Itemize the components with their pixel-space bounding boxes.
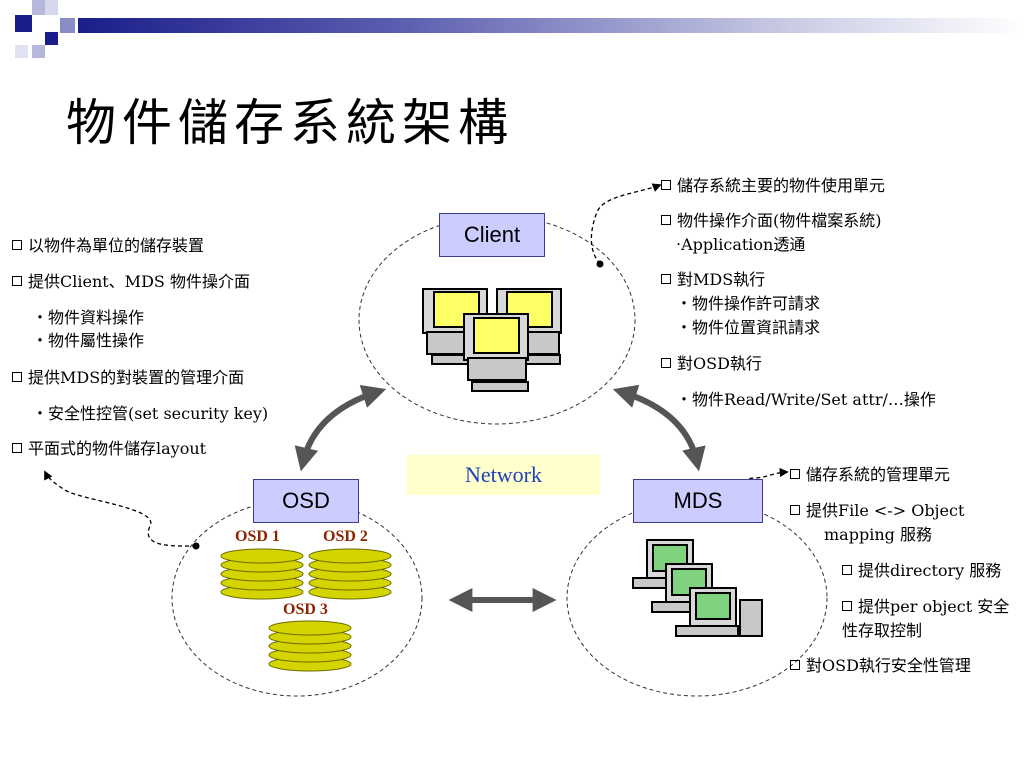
corner-square-4 [45, 32, 58, 45]
corner-square-7 [15, 45, 28, 58]
left-sub-1: ‧物件資料操作 [32, 308, 145, 327]
corner-square-3 [45, 0, 58, 15]
client-osd-arrow [294, 385, 387, 472]
square-bullet-icon [842, 601, 852, 611]
corner-square-6 [60, 18, 75, 33]
mds-note-4-cont: 性存取控制 [842, 621, 923, 640]
left-sub-3: ‧安全性控管(set security key) [32, 404, 269, 423]
osd1-disk-stack [220, 548, 304, 600]
client-ellipse [358, 215, 636, 425]
client-note-4: 對OSD執行 [661, 354, 762, 373]
osd2-disk-stack [308, 548, 392, 600]
left-note-2: 提供Client、MDS 物件操介面 [12, 272, 250, 291]
osd1-label: OSD 1 [235, 528, 280, 545]
mds-note-4: 提供per object 安全 [842, 597, 1009, 616]
corner-square-5 [32, 45, 45, 58]
mds-note-3: 提供directory 服務 [842, 561, 1001, 580]
client-note-3: 對MDS執行 [661, 270, 765, 289]
client-computers-icon [422, 288, 562, 392]
osd-callout-line [44, 470, 197, 547]
left-note-4: 平面式的物件儲存layout [12, 439, 206, 458]
mds-computers-icon [632, 539, 763, 637]
osd3-disk-stack [268, 620, 352, 672]
mds-node: MDS [633, 479, 763, 523]
osd-node: OSD [253, 479, 359, 523]
square-bullet-icon [661, 215, 671, 225]
network-label: Network [407, 455, 600, 495]
square-bullet-icon [790, 505, 800, 515]
left-note-3: 提供MDS的對裝置的管理介面 [12, 368, 244, 387]
corner-square-2 [32, 0, 45, 15]
client-callout-line [590, 183, 662, 265]
square-bullet-icon [12, 240, 22, 250]
square-bullet-icon [842, 565, 852, 575]
client-note-2: 物件操作介面(物件檔案系統) [661, 211, 882, 230]
mds-note-2: 提供File <-> Object [790, 501, 964, 520]
client-sub-3: ‧物件位置資訊請求 [676, 318, 821, 337]
square-bullet-icon [12, 372, 22, 382]
square-bullet-icon [12, 443, 22, 453]
mds-note-5: 對OSD執行安全性管理 [790, 656, 971, 675]
square-bullet-icon [661, 274, 671, 284]
client-node: Client [439, 213, 545, 257]
square-bullet-icon [790, 469, 800, 479]
corner-square-1 [15, 15, 32, 32]
client-sub-1: ‧Application透通 [676, 235, 806, 254]
left-note-1: 以物件為單位的儲存裝置 [12, 236, 204, 255]
square-bullet-icon [790, 660, 800, 670]
osd3-label: OSD 3 [283, 601, 328, 618]
mds-note-1: 儲存系統的管理單元 [790, 465, 950, 484]
square-bullet-icon [661, 358, 671, 368]
square-bullet-icon [661, 180, 671, 190]
client-note-1: 儲存系統主要的物件使用單元 [661, 176, 885, 195]
square-bullet-icon [12, 276, 22, 286]
left-sub-2: ‧物件屬性操作 [32, 331, 145, 350]
osd2-label: OSD 2 [323, 528, 368, 545]
title-bar [78, 18, 1024, 33]
client-sub-4: ‧物件Read/Write/Set attr/…操作 [676, 390, 936, 409]
client-sub-2: ‧物件操作許可請求 [676, 294, 821, 313]
mds-note-2-cont: mapping 服務 [824, 525, 932, 544]
slide-title: 物件儲存系統架構 [66, 94, 514, 152]
client-mds-arrow [612, 384, 706, 472]
